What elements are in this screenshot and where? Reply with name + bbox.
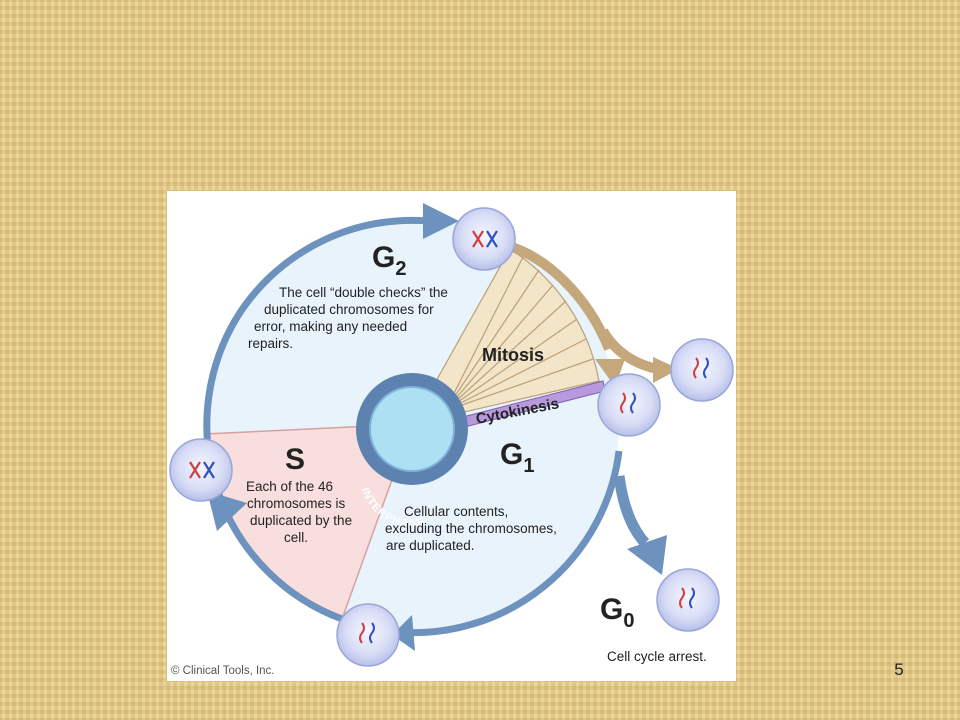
arrowhead-s-entry — [207, 491, 247, 531]
svg-text:repairs.: repairs. — [248, 336, 293, 351]
svg-text:The cell “double checks” the: The cell “double checks” the — [279, 285, 448, 300]
g0-description: Cell cycle arrest. — [607, 649, 707, 664]
s-description: Each of the 46 chromosomes is duplicated… — [246, 479, 352, 545]
cell-bottom — [336, 603, 400, 667]
svg-text:cell.: cell. — [284, 530, 308, 545]
mitosis-arrow-branch — [598, 328, 659, 374]
mitosis-fan-lines — [444, 256, 594, 412]
svg-text:duplicated by the: duplicated by the — [250, 513, 352, 528]
cell-g0 — [656, 568, 720, 632]
mitosis-arrowhead-2 — [653, 357, 679, 383]
svg-text:Cellular contents,: Cellular contents, — [404, 504, 508, 519]
svg-text:chromosomes is: chromosomes is — [247, 496, 346, 511]
svg-text:duplicated chromosomes for: duplicated chromosomes for — [264, 302, 434, 317]
svg-text:excluding the chromosomes,: excluding the chromosomes, — [385, 521, 557, 536]
g2-label: G2 — [372, 241, 406, 280]
nucleus-inner — [369, 386, 455, 472]
cell-s-phase — [169, 438, 233, 502]
svg-text:are duplicated.: are duplicated. — [386, 538, 475, 553]
g0-arrowhead — [627, 535, 667, 575]
svg-text:Each of the 46: Each of the 46 — [246, 479, 333, 494]
s-label: S — [285, 443, 305, 476]
copyright-text: © Clinical Tools, Inc. — [171, 665, 275, 677]
g2-description: The cell “double checks” the duplicated … — [248, 285, 448, 351]
cell-cycle-diagram: INTERPHASE G2 The cell “double checks” t… — [169, 203, 734, 677]
cell-cycle-figure: INTERPHASE G2 The cell “double checks” t… — [167, 191, 736, 681]
slide-number: 5 — [894, 660, 904, 679]
cell-g2 — [452, 207, 516, 271]
mitosis-sector — [410, 248, 600, 425]
arrowhead-bottom — [392, 615, 415, 651]
g1-description: Cellular contents, excluding the chromos… — [385, 504, 557, 553]
arrowhead-top — [423, 203, 459, 239]
g1-label: G1 — [500, 438, 534, 477]
cell-mitosis-daughter — [670, 338, 734, 402]
g0-exit-arrow — [613, 475, 650, 547]
cell-g1-daughter — [597, 373, 661, 437]
svg-text:error, making any needed: error, making any needed — [254, 319, 407, 334]
g0-label: G0 — [600, 593, 634, 632]
cycle-arrow-left — [203, 216, 430, 623]
mitosis-label: Mitosis — [482, 345, 544, 365]
cycle-arrow-bottom — [396, 450, 623, 637]
